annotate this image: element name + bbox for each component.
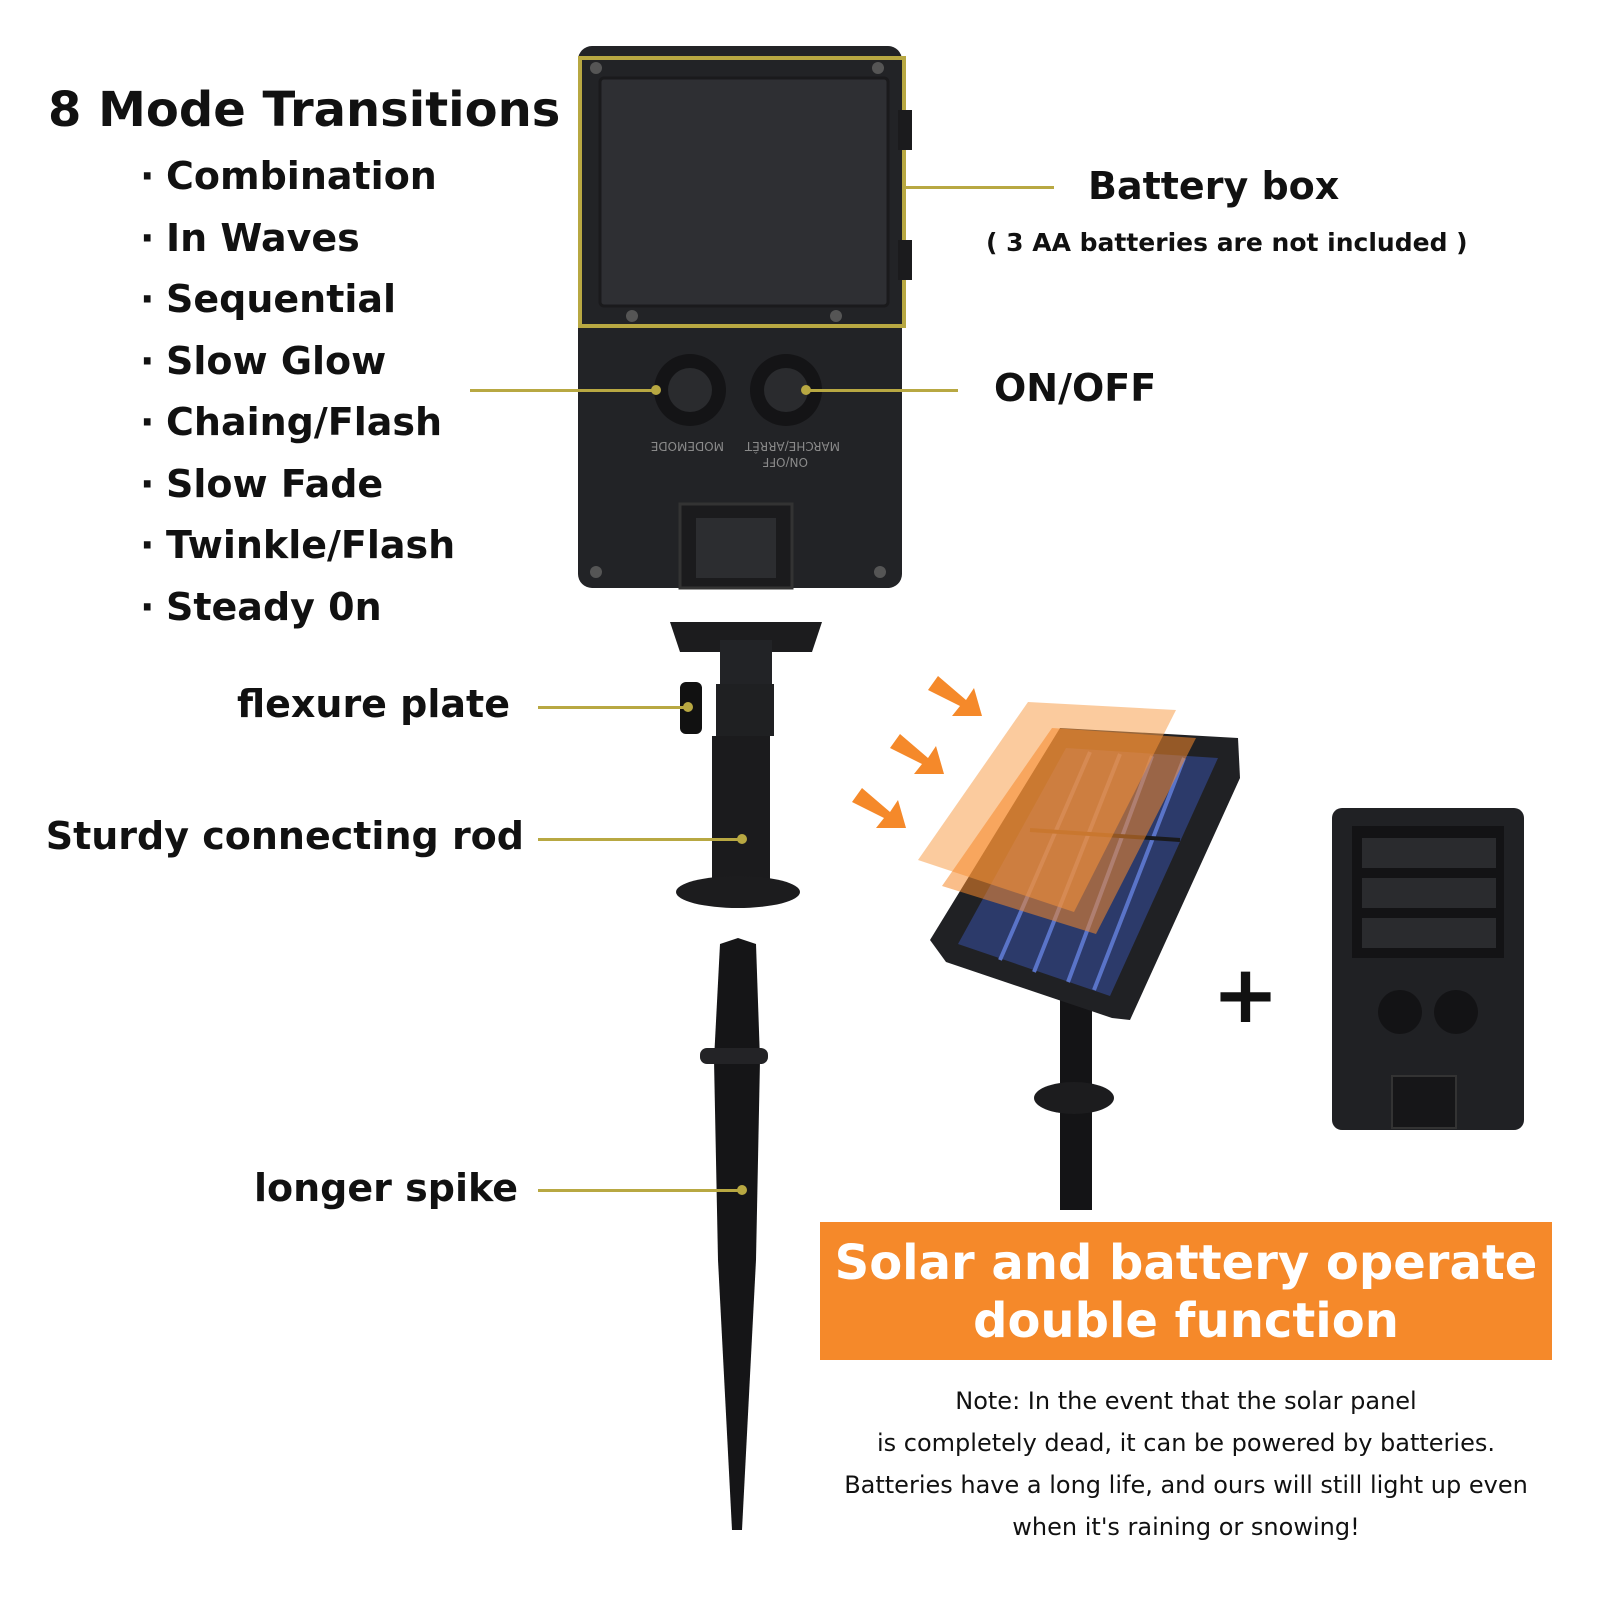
note-line-4: when it's raining or snowing!: [1012, 1513, 1360, 1541]
device-mode-text: MODEMODE: [651, 439, 724, 453]
device-onoff-text: ON/OFF: [762, 455, 808, 469]
battery-note: ( 3 AA batteries are not included ): [986, 228, 1468, 257]
flexure-plate-label: flexure plate: [236, 682, 510, 726]
mode-item: In Waves: [140, 212, 455, 274]
flexure-plate-rod: [670, 622, 822, 908]
banner-line-1: Solar and battery operate: [834, 1235, 1538, 1291]
banner-line-2: double function: [973, 1293, 1399, 1349]
mode-item: Sequential: [140, 273, 455, 335]
connecting-rod-label: Sturdy connecting rod: [45, 814, 524, 858]
mode-item: Twinkle/Flash: [140, 519, 455, 581]
device-marche-text: MARCHE/ARRÊT: [744, 439, 840, 454]
mode-item: Chaing/Flash: [140, 396, 455, 458]
note-line-1: Note: In the event that the solar panel: [955, 1387, 1417, 1415]
longer-spike-label: longer spike: [254, 1166, 518, 1210]
on-off-label: ON/OFF: [994, 366, 1157, 410]
note-text: Note: In the event that the solar panel …: [820, 1380, 1552, 1548]
plus-icon: +: [1212, 948, 1280, 1041]
battery-box-highlight: [578, 56, 906, 328]
solar-panel: [918, 702, 1240, 1210]
feature-banner: Solar and battery operate double functio…: [820, 1222, 1552, 1360]
ground-spike: [700, 938, 768, 1530]
mode-item: Combination: [140, 150, 455, 212]
note-line-2: is completely dead, it can be powered by…: [877, 1429, 1495, 1457]
modes-list: Combination In Waves Sequential Slow Glo…: [140, 150, 455, 642]
leader-lines: [470, 186, 1054, 1195]
small-battery-box: [1332, 808, 1524, 1130]
mode-item: Slow Fade: [140, 458, 455, 520]
sunlight-arrows: [852, 676, 982, 828]
modes-heading: 8 Mode Transitions: [48, 82, 561, 138]
battery-box-label: Battery box: [1088, 164, 1340, 208]
mode-item: Steady 0n: [140, 581, 455, 643]
battery-control-box: MODEMODE MARCHE/ARRÊT ON/OFF: [578, 46, 912, 590]
note-line-3: Batteries have a long life, and ours wil…: [844, 1471, 1528, 1499]
mode-item: Slow Glow: [140, 335, 455, 397]
